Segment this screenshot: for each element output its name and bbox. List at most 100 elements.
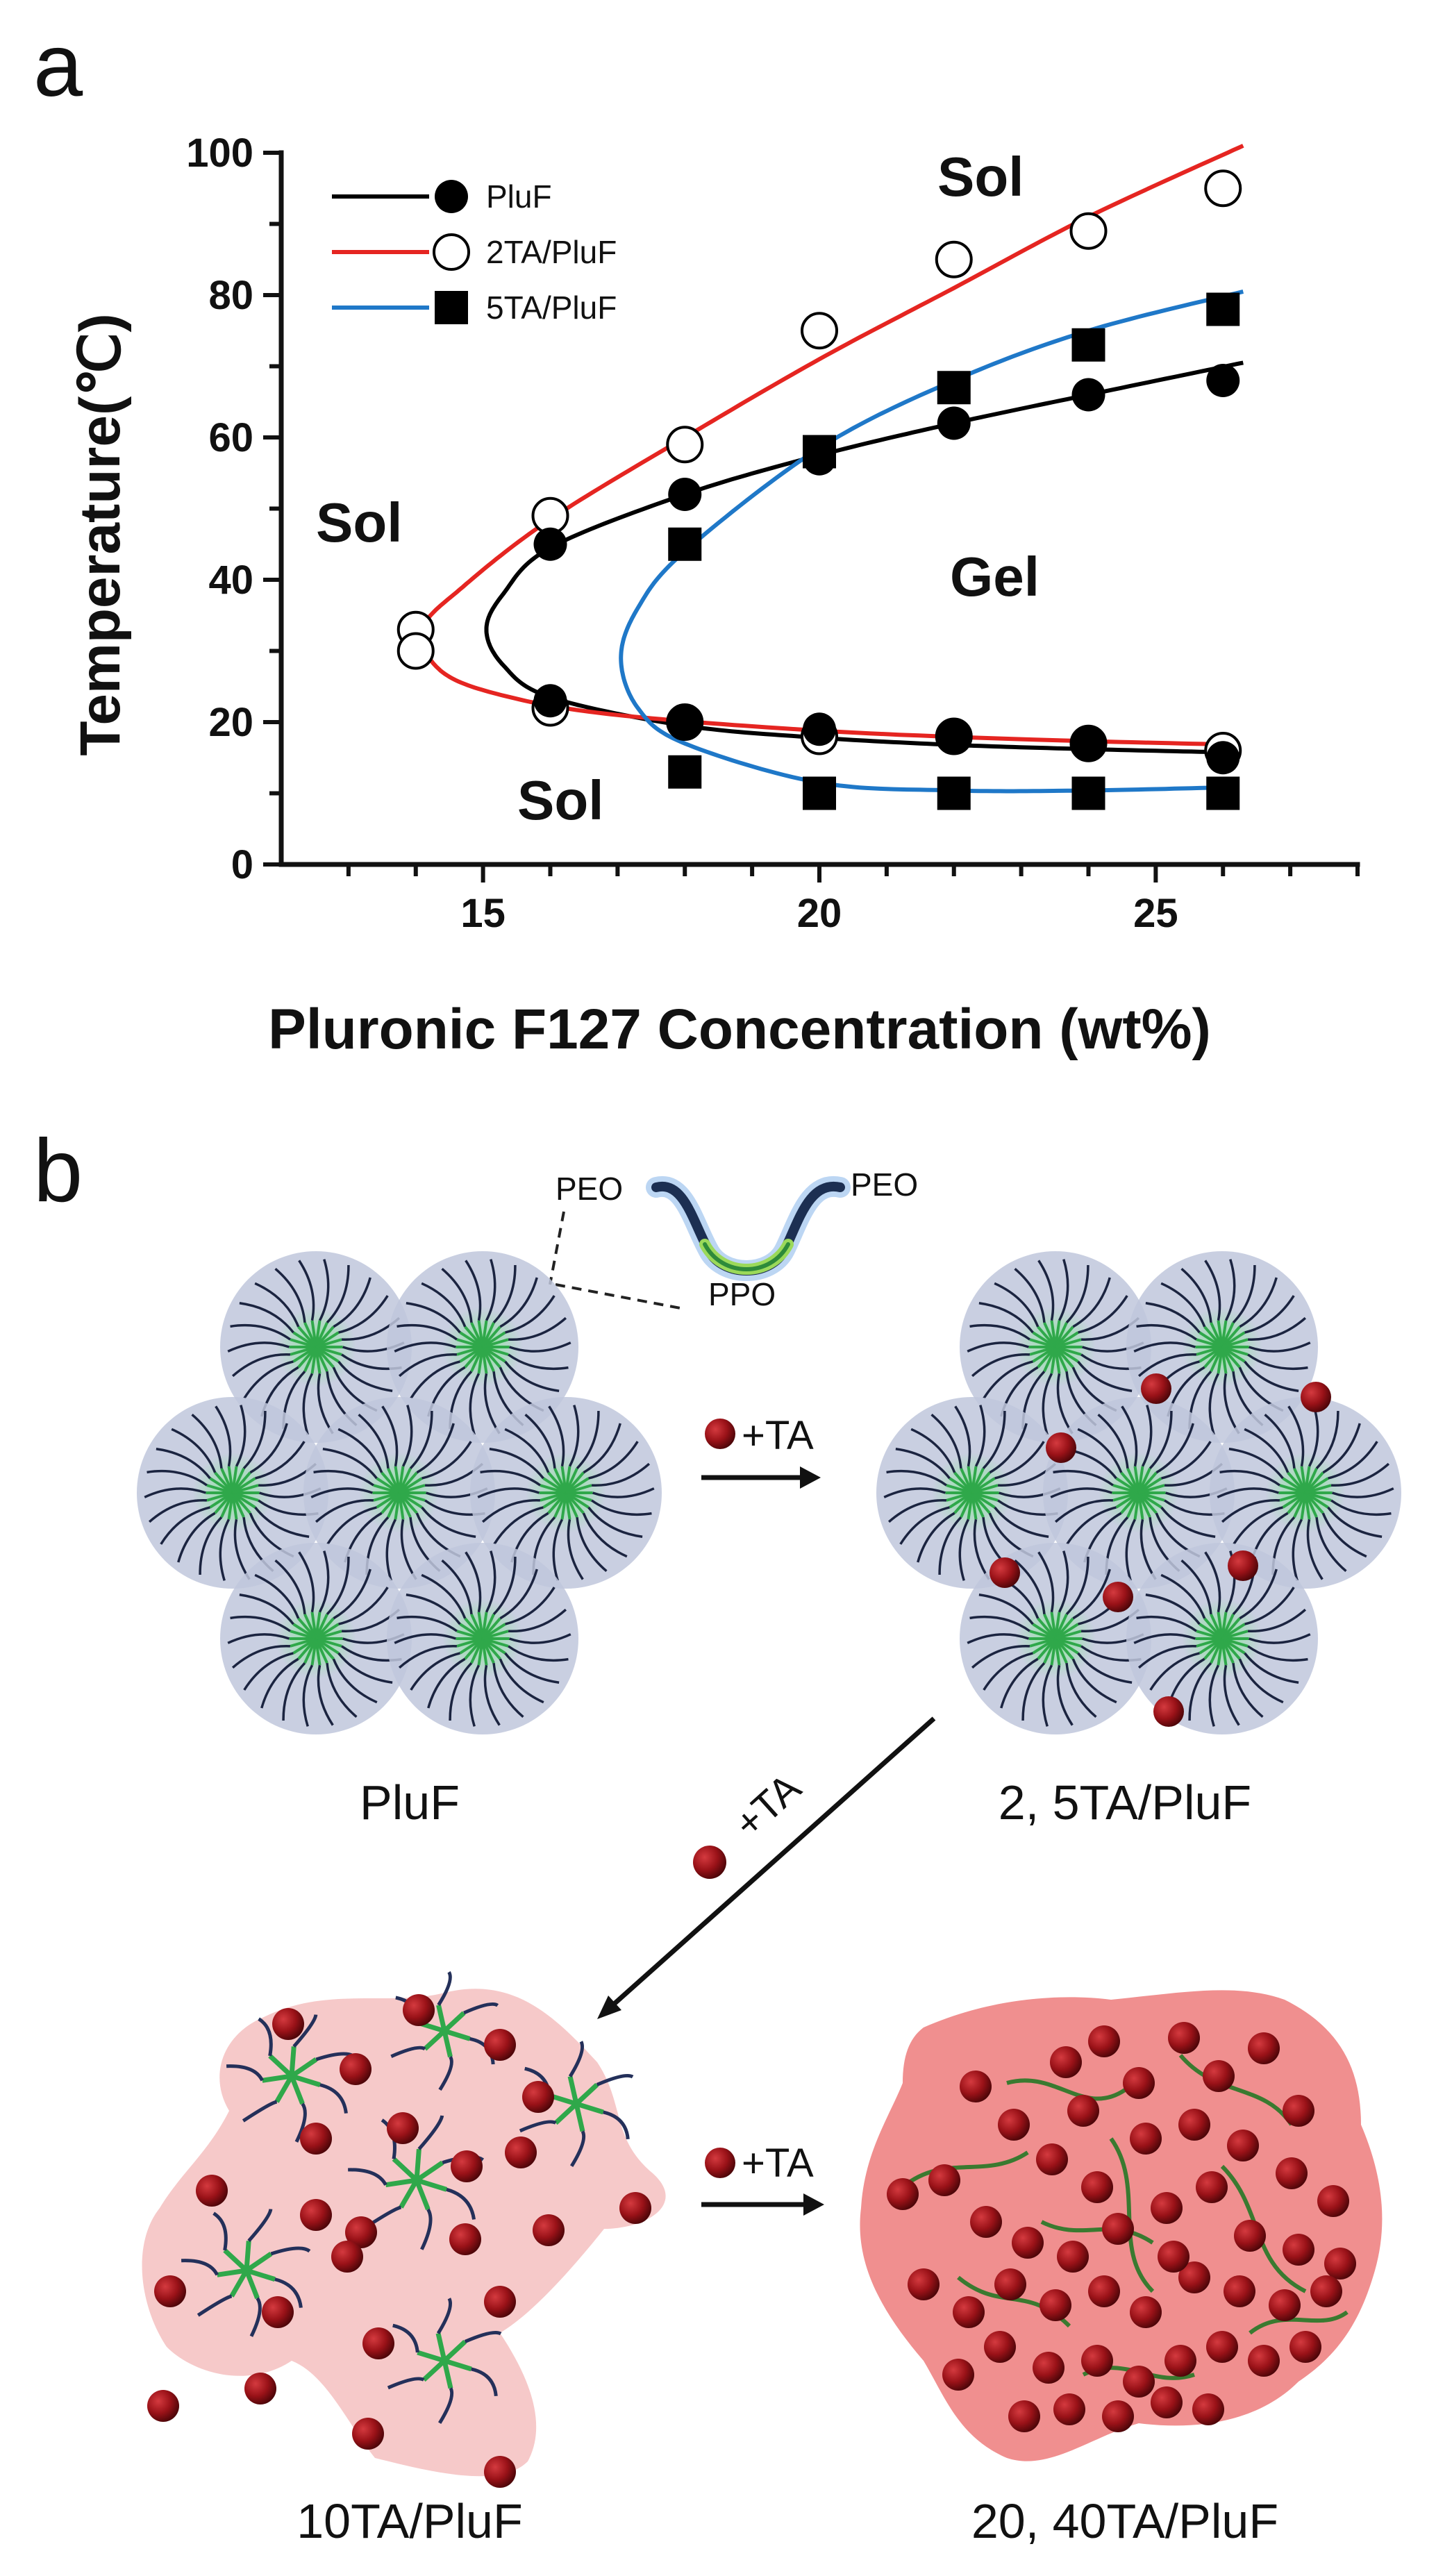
ta-particle <box>1067 2095 1099 2127</box>
polymer-chain <box>1178 2054 1294 2126</box>
ta-particle <box>1046 1432 1076 1463</box>
polymer-star <box>181 2209 311 2337</box>
micelle <box>876 1397 1068 1589</box>
y-tick-label: 80 <box>208 273 253 318</box>
ta-particle <box>970 2206 1002 2238</box>
ta-particle <box>1283 2234 1314 2266</box>
data-point-pluf <box>1071 726 1105 760</box>
data-point-5ta-pluf <box>803 776 836 810</box>
ta-particle <box>1324 2248 1356 2280</box>
state-label-10ta-pluf: 10TA/PluF <box>297 2494 523 2548</box>
ta-particle <box>1227 2130 1259 2161</box>
fit-curve-pluf <box>484 360 1244 755</box>
y-tick-label: 40 <box>208 558 253 603</box>
chart-data-points <box>396 169 1242 810</box>
data-point-5ta-pluf <box>668 755 702 789</box>
region-label-sol-left: Sol <box>316 492 402 553</box>
callout-dashed-lines <box>549 1211 685 1310</box>
state-label-2-5ta-pluf: 2, 5TA/PluF <box>999 1775 1251 1830</box>
arrow-label-1: +TA <box>742 1413 814 1458</box>
x-tick-label: 25 <box>1133 891 1178 936</box>
ta-particle <box>1123 2366 1155 2398</box>
polymer-star <box>348 2115 485 2250</box>
ta-particle <box>1033 2352 1065 2384</box>
data-point-5ta-pluf <box>1206 292 1240 326</box>
arrow-10ta-to-20ta <box>701 2193 824 2216</box>
ta-particle <box>1276 2157 1308 2189</box>
ta-particle <box>154 2275 186 2307</box>
ta-particle <box>984 2331 1016 2363</box>
ta-particle <box>953 2296 985 2328</box>
micelle <box>387 1543 578 1734</box>
data-point-pluf <box>533 684 567 718</box>
legend-marker-1 <box>435 180 468 213</box>
ta-particle <box>1158 2241 1189 2273</box>
legend-label-2: 2TA/PluF <box>486 234 617 270</box>
aggregate-blob-10ta <box>142 1989 666 2477</box>
polymer-chain <box>901 2150 1029 2189</box>
ta-particle <box>1289 2331 1321 2363</box>
ppo-label: PPO <box>708 1276 776 1312</box>
ta-particle <box>331 2241 363 2273</box>
micelle <box>960 1543 1151 1734</box>
ta-particle <box>345 2216 377 2248</box>
polymer-star <box>387 2298 502 2425</box>
ta-particle <box>484 2029 516 2061</box>
data-point-pluf <box>803 712 836 746</box>
ta-particle <box>340 2053 371 2085</box>
ta-particle <box>147 2390 179 2422</box>
ta-particle <box>403 1994 435 2026</box>
ta-particle <box>1317 2185 1349 2217</box>
ta-particle <box>1088 2025 1120 2057</box>
arrow-ta-particle-3 <box>705 2148 735 2178</box>
ta-particle <box>1168 2022 1200 2054</box>
micelle <box>137 1397 328 1589</box>
legend-marker-2 <box>433 233 470 271</box>
ta-particle <box>1203 2060 1235 2092</box>
legend-marker-3 <box>435 291 468 324</box>
data-point-5ta-pluf <box>937 371 971 405</box>
ta-particle <box>1081 2171 1113 2203</box>
arrow-pluf-to-ta <box>701 1466 821 1489</box>
ta-particle <box>908 2268 940 2300</box>
ta-particle <box>887 2178 919 2210</box>
arrow-ta-particle-1 <box>705 1419 735 1449</box>
ta-particle <box>1153 1696 1184 1727</box>
ta-particle <box>1151 2192 1183 2224</box>
ta-particle <box>1102 2400 1134 2432</box>
state-label-pluf: PluF <box>360 1775 460 1830</box>
data-point-5ta-pluf <box>1071 328 1105 362</box>
ta-particle <box>484 2286 516 2318</box>
ta-particle <box>1053 2393 1085 2425</box>
ta-particle <box>522 2081 554 2113</box>
region-label-sol-bottom: Sol <box>517 769 603 831</box>
ta-particle <box>300 2123 332 2155</box>
polymer-star <box>390 1971 499 2091</box>
micelle <box>220 1251 412 1443</box>
x-tick-label: 15 <box>460 891 506 936</box>
ta-particle <box>1151 2386 1183 2418</box>
ta-particle <box>1224 2275 1255 2307</box>
data-point-pluf <box>937 406 971 440</box>
ta-particle <box>1123 2067 1155 2099</box>
data-point-2ta-pluf <box>1204 169 1242 208</box>
ta-particle <box>1008 2400 1040 2432</box>
ta-particle <box>1178 2109 1210 2141</box>
data-point-pluf <box>1071 378 1105 412</box>
micelle-cluster-pluf <box>137 1251 662 1734</box>
panel-a-letter: a <box>33 16 83 115</box>
polymer-chain <box>1249 2310 1349 2335</box>
ta-particle <box>1196 2171 1228 2203</box>
ta-particle <box>928 2164 960 2196</box>
data-point-pluf <box>668 478 702 511</box>
y-axis-title: Temperature(℃) <box>69 313 132 755</box>
legend-label-3: 5TA/PluF <box>486 290 617 326</box>
ta-particle <box>942 2359 974 2391</box>
arrow-diagonal <box>597 1716 936 2019</box>
ta-particle <box>990 1557 1020 1588</box>
ta-particle <box>1301 1382 1331 1412</box>
ta-particle <box>1088 2275 1120 2307</box>
ta-particle <box>1130 2296 1162 2328</box>
y-tick-label: 100 <box>186 131 253 176</box>
